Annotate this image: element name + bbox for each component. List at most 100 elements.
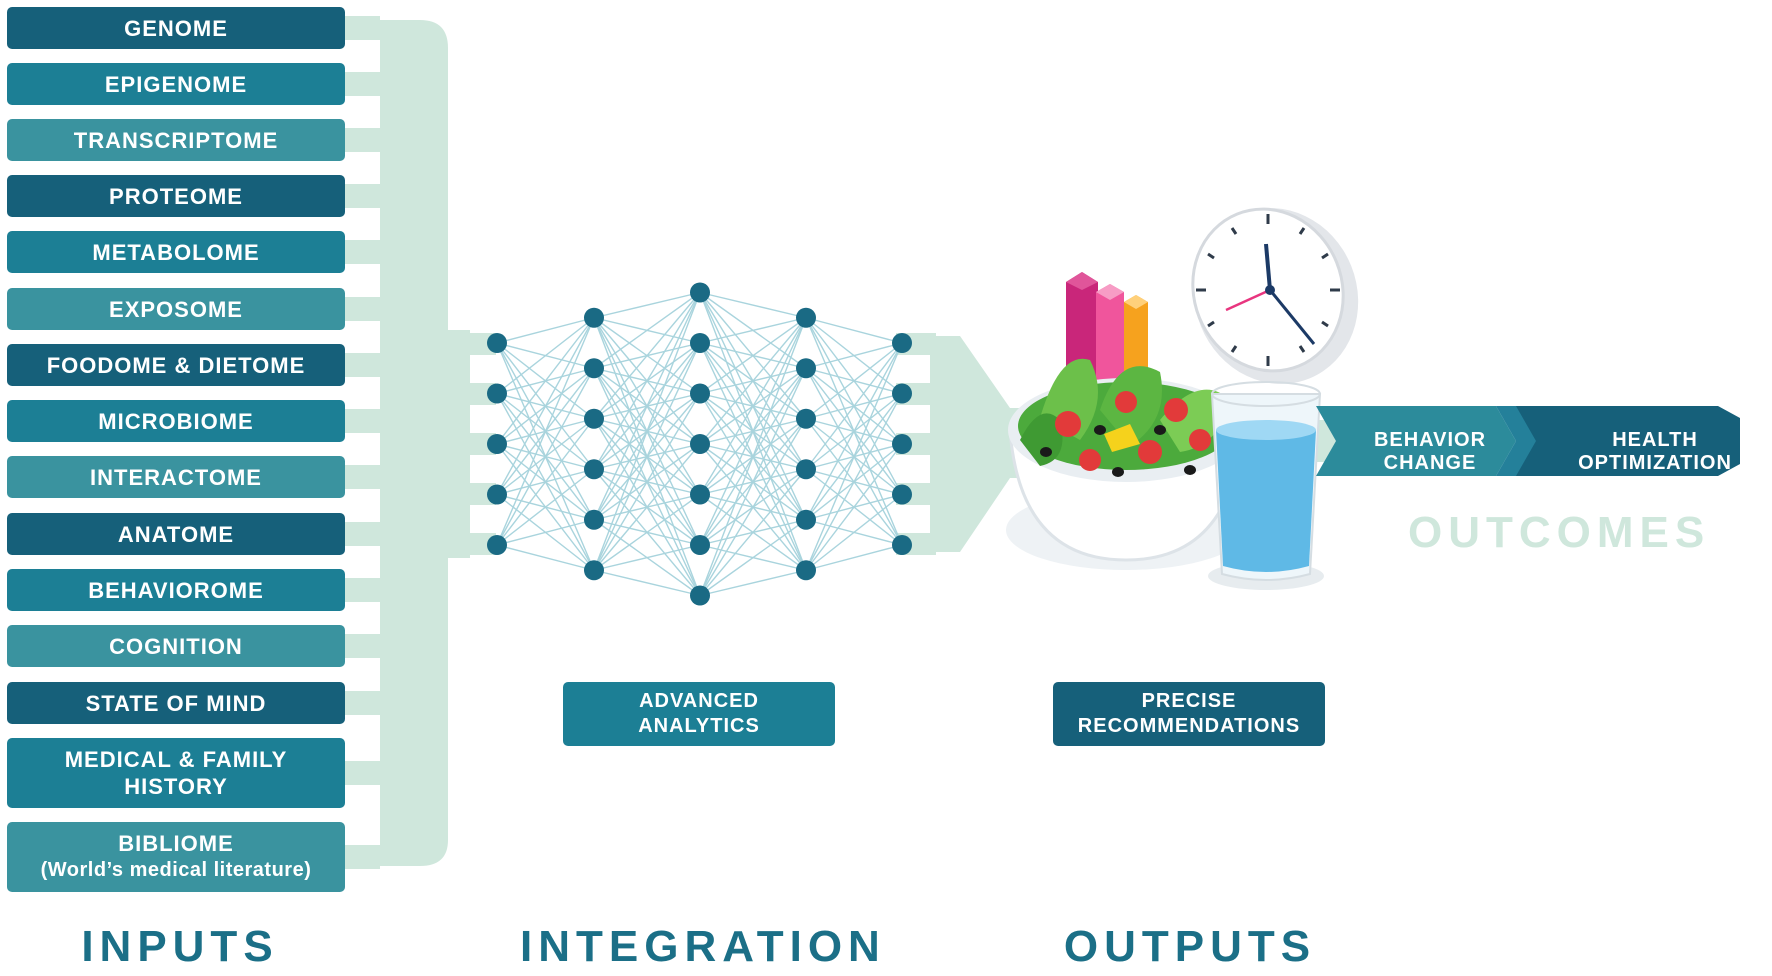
input-label: BEHAVIOROME <box>88 577 264 603</box>
input-box: EXPOSOME <box>7 288 345 330</box>
network-edge <box>805 493 903 571</box>
network-edge <box>496 544 595 571</box>
input-box: MICROBIOME <box>7 400 345 442</box>
network-node <box>487 434 507 454</box>
integration-heading: INTEGRATION <box>520 922 886 971</box>
input-box: GENOME <box>7 7 345 49</box>
input-connector <box>345 297 380 321</box>
network-edge <box>699 418 807 596</box>
outputs-heading: OUTPUTS <box>1063 922 1317 971</box>
input-sublabel: HISTORY <box>124 774 228 799</box>
network-node <box>487 484 507 505</box>
input-label: BIBLIOME <box>118 831 234 856</box>
input-connector <box>345 240 380 264</box>
input-connectors <box>345 16 1348 869</box>
input-connector <box>345 465 380 489</box>
network-edge <box>699 317 807 596</box>
network-edge <box>699 317 807 344</box>
network-edge <box>805 342 903 369</box>
input-connector <box>345 691 380 715</box>
precise-recommendations-line-2: RECOMMENDATIONS <box>1077 715 1301 737</box>
network-edge <box>593 291 701 319</box>
network-node <box>584 307 604 328</box>
network-edge <box>496 317 595 495</box>
input-connector <box>345 578 380 602</box>
salad-bowl-icon <box>1006 358 1246 570</box>
network-edge <box>593 291 701 369</box>
network-node <box>892 434 912 454</box>
network-edge <box>593 292 701 470</box>
behavior-change-label: BEHAVIOR CHANGE <box>1360 429 1500 475</box>
input-connector <box>345 761 380 785</box>
network-edge <box>593 493 701 571</box>
output-funnel <box>930 336 1040 552</box>
input-label: EPIGENOME <box>104 71 248 97</box>
network-edge <box>805 342 903 521</box>
network-edge <box>496 519 595 546</box>
input-connector <box>345 409 380 433</box>
input-connector <box>345 353 380 377</box>
network-edge <box>496 367 595 546</box>
network-node <box>690 585 710 606</box>
network-edge <box>699 519 807 597</box>
network-node <box>796 560 816 581</box>
network-node <box>690 535 710 555</box>
input-label: TRANSCRIPTOME <box>73 127 279 153</box>
input-box: EPIGENOME <box>7 63 345 105</box>
network-edge <box>699 317 807 395</box>
network-edge <box>496 317 595 395</box>
network-edge <box>805 317 903 344</box>
network-edges <box>496 291 903 597</box>
network-edge <box>496 317 595 445</box>
input-connector <box>345 522 380 546</box>
network-edge <box>805 342 903 571</box>
input-connector <box>345 128 380 152</box>
network-edge <box>699 317 807 546</box>
health-optimization-line-2: OPTIMIZATION <box>1578 452 1732 474</box>
network-edge <box>593 342 701 571</box>
inputs-heading: INPUTS <box>81 922 279 971</box>
input-label: METABOLOME <box>92 239 260 265</box>
clock-icon <box>1191 207 1359 384</box>
input-label: FOODOME & DIETOME <box>46 352 306 378</box>
network-edge <box>699 367 807 596</box>
input-box: STATE OF MIND <box>7 682 345 724</box>
input-label: MICROBIOME <box>98 408 254 434</box>
network-edge <box>699 569 807 597</box>
network-node <box>796 509 816 530</box>
input-connector <box>345 72 380 96</box>
input-box: PROTEOME <box>7 175 345 217</box>
network-edge <box>593 544 701 571</box>
precise-recommendations-box: PRECISE RECOMMENDATIONS <box>1053 682 1325 746</box>
network-edge <box>496 317 595 546</box>
behavior-change-line-1: BEHAVIOR <box>1373 429 1487 451</box>
behavior-change-line-2: CHANGE <box>1383 452 1477 474</box>
network-node <box>690 383 710 404</box>
input-bus <box>345 20 448 866</box>
health-optimization-label: HEALTH OPTIMIZATION <box>1560 429 1750 475</box>
health-optimization-line-1: HEALTH <box>1612 429 1698 451</box>
outcome-arrows <box>1316 406 1740 476</box>
advanced-analytics-line-2: ANALYTICS <box>638 715 760 737</box>
network-edge <box>593 393 701 571</box>
network-edge <box>805 443 903 571</box>
network-edge <box>699 317 807 445</box>
precise-recommendations-line-1: PRECISE <box>1141 690 1237 712</box>
network-edge <box>593 292 701 420</box>
network-node <box>487 333 507 353</box>
network-edge <box>699 291 807 319</box>
input-sublabel: (World’s medical literature) <box>40 859 312 881</box>
network-node <box>892 484 912 505</box>
network-node <box>892 333 912 353</box>
network-node <box>892 383 912 404</box>
input-label: STATE OF MIND <box>85 690 267 716</box>
network-node <box>796 459 816 480</box>
input-label: MEDICAL & FAMILY <box>64 747 288 772</box>
input-label: COGNITION <box>109 633 243 659</box>
advanced-analytics-box: ADVANCED ANALYTICS <box>563 682 835 746</box>
input-connector <box>345 634 380 658</box>
network-edge <box>805 342 903 420</box>
input-label: EXPOSOME <box>109 296 243 322</box>
network-input-block <box>448 330 470 558</box>
